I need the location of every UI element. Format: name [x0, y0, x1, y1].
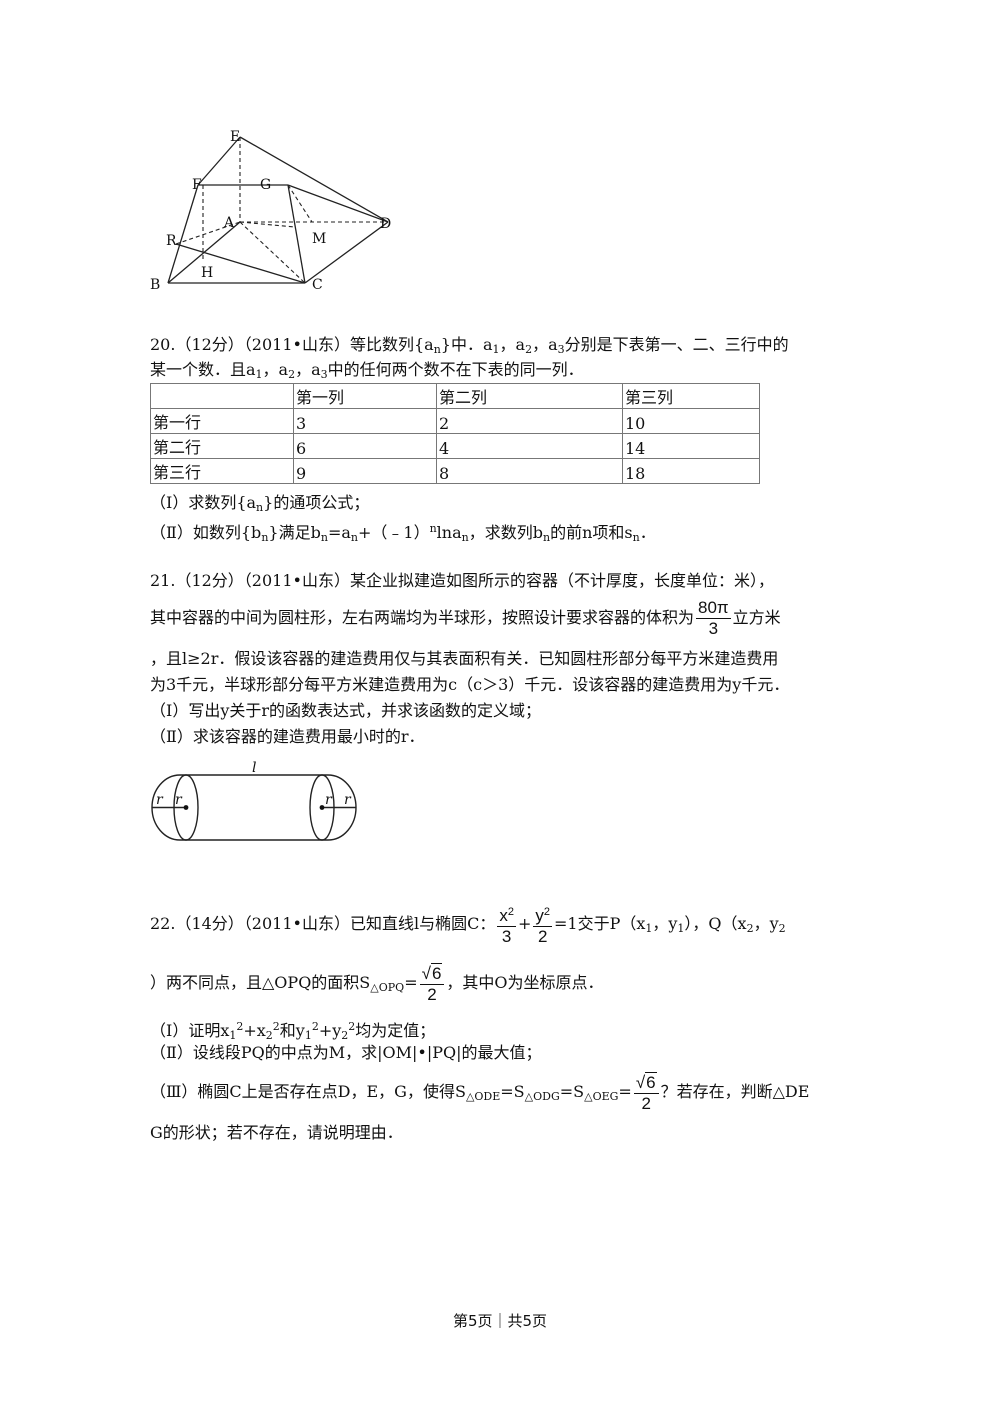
- table-cell: 第三列: [622, 383, 760, 409]
- q20-part2: （Ⅱ）如数列{bn}满足bn=an+（﹣1）nlnan，求数列bn的前n项和sn…: [150, 522, 656, 544]
- q20-part1: （Ⅰ）求数列{an}的通项公式；: [150, 493, 370, 514]
- label-l: l: [252, 760, 256, 776]
- table-cell: 第三行: [150, 458, 294, 484]
- table-header-row: 第一列 第二列 第三列: [150, 383, 760, 409]
- table-cell: 2: [436, 408, 623, 434]
- table-cell: 4: [436, 433, 623, 459]
- q21-part1: （Ⅰ）写出y关于r的函数表达式，并求该函数的定义域；: [150, 701, 542, 720]
- solid-geometry-figure: E F G A M D R H B C: [150, 129, 391, 293]
- label-H: H: [201, 265, 213, 281]
- table-cell: 14: [622, 433, 760, 459]
- table-cell: 8: [436, 458, 623, 484]
- q22-part1: （Ⅰ）证明x12+x22和y12+y22均为定值；: [150, 1020, 436, 1042]
- table-row: 第二行 6 4 14: [150, 433, 760, 459]
- label-D: D: [380, 216, 391, 232]
- label-A: A: [223, 215, 235, 231]
- table-row: 第三行 9 8 18: [150, 458, 760, 484]
- table-cell: 6: [293, 433, 437, 459]
- q21-line3: ，且l≥2r．假设该容器的建造费用仅与其表面积有关．已知圆柱形部分每平方米建造费…: [150, 649, 779, 668]
- q22-last-line: G的形状；若不存在，请说明理由．: [150, 1123, 403, 1142]
- table-row: 第一行 3 2 10: [150, 408, 760, 434]
- table-cell: 第二列: [436, 383, 623, 409]
- capsule-container-figure: l r r r r: [151, 760, 357, 841]
- label-r-left-inner: r: [175, 792, 183, 808]
- q21-line1: 21.（12分）（2011•山东）某企业拟建造如图所示的容器（不计厚度，长度单位…: [150, 571, 774, 590]
- label-E: E: [230, 129, 240, 145]
- label-G: G: [260, 177, 271, 193]
- table-cell: 第一列: [293, 383, 437, 409]
- label-B: B: [150, 277, 160, 293]
- label-R: R: [166, 233, 177, 249]
- q22-part3: （Ⅲ）椭圆C上是否存在点D，E，G，使得S△ODE=S△ODG=S△OEG=√6…: [150, 1071, 810, 1114]
- label-C: C: [312, 277, 323, 293]
- table-cell: [150, 383, 294, 409]
- q20-line2: 某一个数．且a1，a2，a3中的任何两个数不在下表的同一列．: [150, 360, 584, 381]
- label-r-right-inner: r: [325, 792, 333, 808]
- table-cell: 18: [622, 458, 760, 484]
- label-F: F: [192, 177, 202, 193]
- q21-part2: （Ⅱ）求该容器的建造费用最小时的r．: [150, 727, 425, 746]
- q20-line1: 20.（12分）（2011•山东）等比数列{an}中．a1，a2，a3分别是下表…: [150, 335, 789, 356]
- table-cell: 第二行: [150, 433, 294, 459]
- page-footer: 第5页｜共5页: [452, 1312, 548, 1330]
- q21-line4: 为3千元，半球形部分每平方米建造费用为c（c＞3）千元．设该容器的建造费用为y千…: [150, 675, 790, 694]
- table-cell: 9: [293, 458, 437, 484]
- label-M: M: [312, 231, 326, 247]
- label-r-right-outer: r: [344, 792, 352, 808]
- table-cell: 3: [293, 408, 437, 434]
- table-cell: 第一行: [150, 408, 294, 434]
- label-r-left-outer: r: [156, 792, 164, 808]
- table-cell: 10: [622, 408, 760, 434]
- q20-table: 第一列 第二列 第三列 第一行 3 2 10 第二行 6 4 14 第三行 9 …: [150, 383, 760, 484]
- q22-part2: （Ⅱ）设线段PQ的中点为M，求|OM|•|PQ|的最大值；: [150, 1043, 542, 1062]
